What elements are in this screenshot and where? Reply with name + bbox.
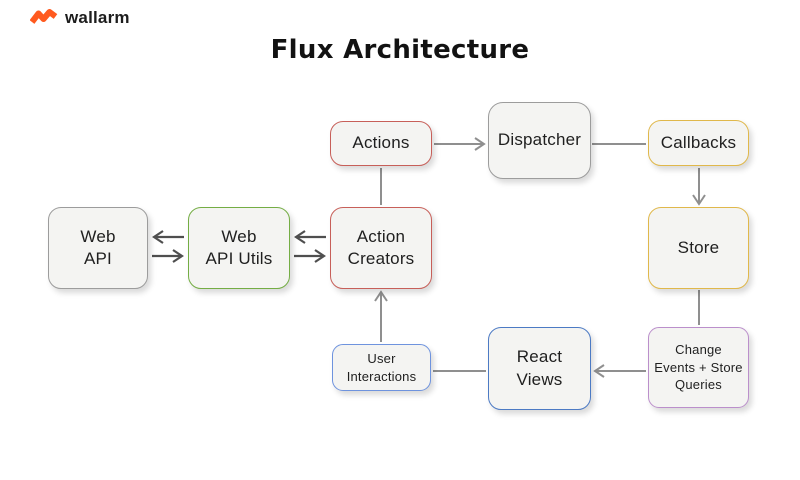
- node-action-creators: Action Creators: [330, 207, 432, 289]
- node-callbacks: Callbacks: [648, 120, 749, 166]
- page-title: Flux Architecture: [270, 35, 530, 65]
- wallarm-logo: wallarm: [30, 8, 130, 28]
- edge-change-events-to-react-views: [593, 364, 646, 378]
- edge-action-creators-to-web-api-utils: [294, 230, 326, 244]
- node-web-api: Web API: [48, 207, 148, 289]
- node-actions: Actions: [330, 121, 432, 166]
- edge-web-api-to-web-api-utils: [152, 249, 184, 263]
- node-user-interactions: User Interactions: [332, 344, 431, 391]
- edge-callbacks-to-store: [692, 168, 706, 206]
- wallarm-logo-text: wallarm: [65, 8, 130, 27]
- edge-web-api-utils-to-web-api: [152, 230, 184, 244]
- node-react-views: React Views: [488, 327, 591, 410]
- node-web-api-utils: Web API Utils: [188, 207, 290, 289]
- wallarm-logo-icon: [30, 9, 58, 24]
- edge-actions-to-dispatcher: [434, 137, 486, 151]
- node-store: Store: [648, 207, 749, 289]
- edge-user-interactions-to-action-creators: [374, 290, 388, 342]
- node-change-events: Change Events + Store Queries: [648, 327, 749, 408]
- node-dispatcher: Dispatcher: [488, 102, 591, 179]
- edge-web-api-utils-to-action-creators: [294, 249, 326, 263]
